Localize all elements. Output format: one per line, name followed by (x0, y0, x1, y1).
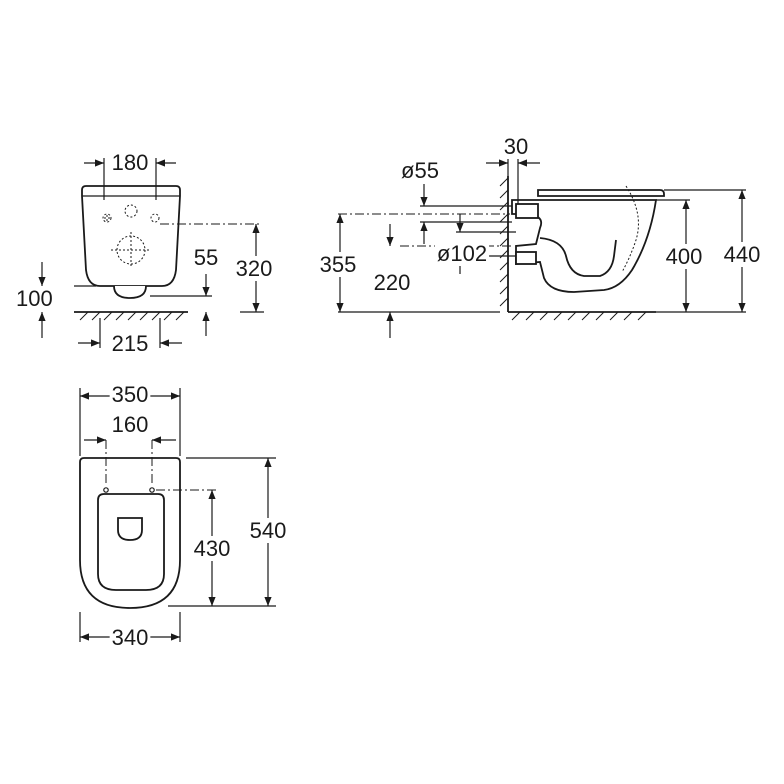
label-background (247, 518, 289, 543)
wall-hatch (499, 177, 509, 307)
dim-top-overall-width: 350 (112, 382, 149, 407)
label-background (317, 252, 359, 277)
dim-front-width-top: 180 (112, 150, 149, 175)
side-floor-hatch (511, 311, 647, 321)
dim-side-inlet-diameter: ø55 (401, 158, 439, 183)
seat-lid (537, 189, 665, 197)
dim-side-outlet-diameter: ø102 (437, 241, 487, 266)
fixing-point-left (103, 487, 109, 493)
dim-side-outlet-height: 220 (374, 270, 411, 295)
dim-top-overall-depth: 540 (250, 518, 287, 543)
top-outlet (117, 517, 143, 541)
dim-side-seat-height: 440 (724, 242, 761, 267)
dim-side-rim-height: 400 (666, 244, 703, 269)
floor-hatch (79, 311, 185, 321)
fixing-point-right (149, 487, 155, 493)
label-background (371, 270, 413, 295)
label-background (109, 382, 151, 407)
dim-side-bowl-height: 355 (320, 252, 357, 277)
front-outlet (113, 285, 147, 299)
label-background (109, 412, 151, 437)
label-background (501, 134, 531, 159)
fixing-marks (102, 204, 160, 268)
dim-front-width-bottom: 215 (112, 331, 149, 356)
seat-opening (97, 493, 165, 591)
dim-top-bowl-width: 340 (112, 625, 149, 650)
dim-front-floor-offset: 100 (16, 286, 53, 311)
label-background (233, 256, 275, 281)
label-background (14, 286, 55, 311)
dim-front-outlet-height: 55 (194, 245, 218, 270)
dim-top-fixing-spacing: 160 (112, 412, 149, 437)
front-view: 180 215 100 55 320 (14, 150, 275, 356)
label-background (399, 158, 441, 183)
outlet-connector (515, 251, 537, 265)
label-background (109, 625, 151, 650)
label-background (434, 241, 490, 266)
label-background (109, 150, 151, 175)
top-view: 350 160 340 430 540 (79, 382, 289, 650)
inlet-connector (515, 203, 539, 219)
dim-side-wall-offset: 30 (504, 134, 528, 159)
label-background (663, 244, 705, 269)
label-background (191, 245, 221, 270)
rim-hidden-line (621, 185, 639, 273)
label-background (109, 331, 151, 356)
trap-outline (539, 237, 617, 277)
dim-top-fixing-depth: 430 (194, 536, 231, 561)
side-view: 30 ø55 ø102 220 355 400 440 (317, 134, 763, 338)
label-background (721, 242, 763, 267)
dim-front-height: 320 (236, 256, 273, 281)
label-background (191, 536, 233, 561)
